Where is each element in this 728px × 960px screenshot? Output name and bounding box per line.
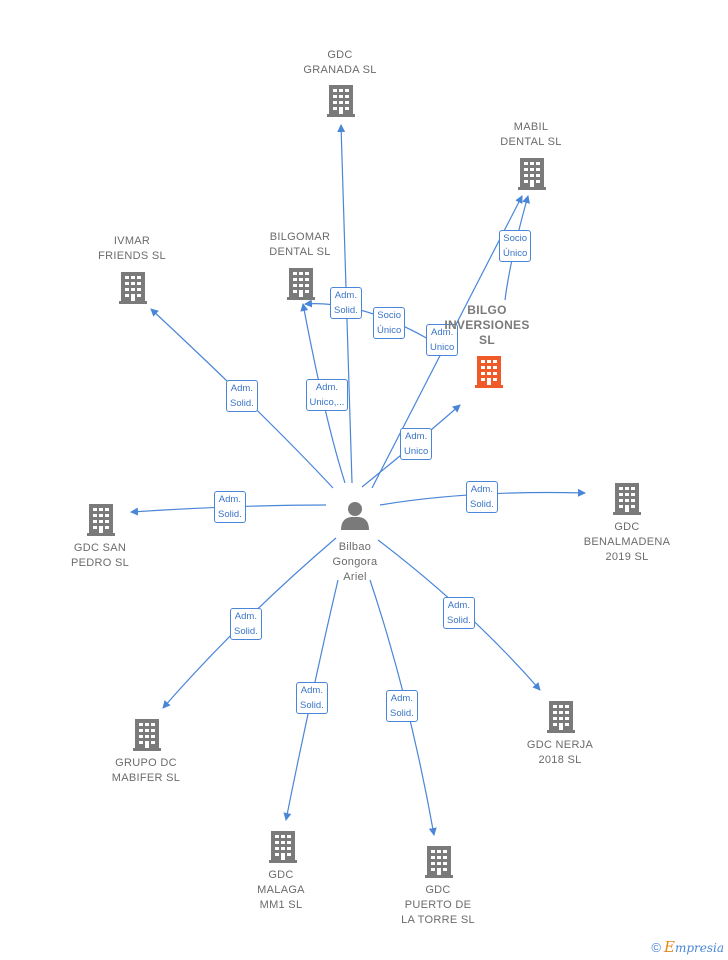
- company-name-granada[interactable]: GDC GRANADA SL: [303, 49, 377, 76]
- relation-label-sanpedro[interactable]: Adm. Solid.: [214, 491, 246, 523]
- relation-label-mabifer[interactable]: Adm. Solid.: [230, 608, 262, 640]
- company-name-bilgomar[interactable]: BILGOMAR DENTAL SL: [269, 231, 331, 258]
- person-icon[interactable]: [341, 502, 369, 530]
- relation-label-bilgomar[interactable]: Socio Único: [373, 307, 406, 339]
- relation-label-granada[interactable]: Adm. Solid.: [330, 287, 362, 319]
- company-name-nerja[interactable]: GDC NERJA 2018 SL: [526, 739, 594, 766]
- building-icon-benalmadena[interactable]: [613, 483, 641, 515]
- company-name-bilgo[interactable]: BILGO INVERSIONES SL: [444, 303, 530, 347]
- building-icon-sanpedro[interactable]: [87, 504, 115, 536]
- building-icon-malaga[interactable]: [269, 831, 297, 863]
- person-name[interactable]: Bilbao Gongora Ariel: [332, 541, 378, 583]
- relation-label-mabil[interactable]: Adm. Unico: [426, 324, 459, 356]
- relation-label-nerja[interactable]: Adm. Solid.: [443, 597, 475, 629]
- brand-name: mpresia: [674, 941, 724, 955]
- relation-label-mabil[interactable]: Socio Único: [499, 230, 532, 262]
- building-icon-mabifer[interactable]: [133, 719, 161, 751]
- building-icon-mabil[interactable]: [518, 158, 546, 190]
- copyright-symbol: ©: [651, 940, 661, 955]
- building-icon-granada[interactable]: [327, 85, 355, 117]
- relation-label-malaga[interactable]: Adm. Solid.: [296, 682, 328, 714]
- company-name-malaga[interactable]: GDC MALAGA MM1 SL: [257, 869, 305, 911]
- edge-bilgo-to-bilgomar: [304, 299, 431, 341]
- relation-label-bilgo[interactable]: Adm. Unico: [400, 428, 433, 460]
- building-icon-puerto[interactable]: [425, 846, 453, 878]
- building-icon-ivmar[interactable]: [119, 272, 147, 304]
- building-icon-nerja[interactable]: [547, 701, 575, 733]
- building-icon-bilgomar[interactable]: [287, 268, 315, 300]
- company-name-puerto[interactable]: GDC PUERTO DE LA TORRE SL: [401, 884, 475, 926]
- company-name-sanpedro[interactable]: GDC SAN PEDRO SL: [70, 542, 130, 569]
- company-name-benalmadena[interactable]: GDC BENALMADENA 2019 SL: [583, 521, 671, 563]
- relation-label-benalmadena[interactable]: Adm. Solid.: [466, 481, 498, 513]
- relation-label-ivmar[interactable]: Adm. Solid.: [226, 380, 258, 412]
- building-icon-bilgo[interactable]: [475, 356, 503, 388]
- relation-label-bilgomar[interactable]: Adm. Unico,...: [305, 379, 349, 411]
- company-name-mabil[interactable]: MABIL DENTAL SL: [500, 121, 562, 148]
- brand-initial: E: [663, 938, 675, 956]
- company-name-mabifer[interactable]: GRUPO DC MABIFER SL: [111, 757, 181, 784]
- footer-brand: ©Empresia: [651, 938, 724, 956]
- company-name-ivmar[interactable]: IVMAR FRIENDS SL: [98, 235, 166, 262]
- nodes: [87, 85, 641, 878]
- relation-label-puerto[interactable]: Adm. Solid.: [386, 690, 418, 722]
